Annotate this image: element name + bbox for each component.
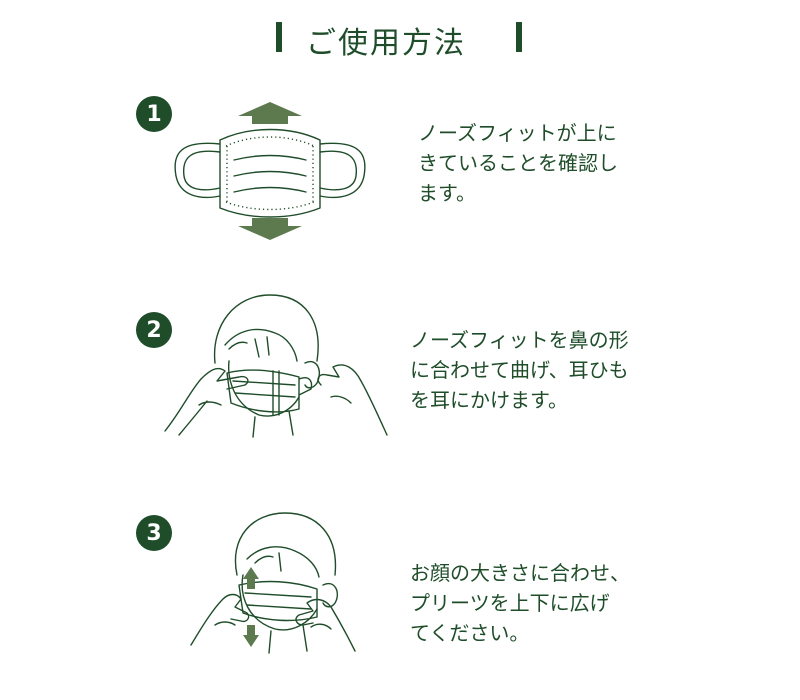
step-1-number: 1 — [136, 96, 172, 132]
page-title: ご使用方法 — [306, 26, 466, 61]
step-1-line-3: ます。 — [418, 181, 476, 205]
step-2-line-3: を耳にかけます。 — [410, 388, 568, 412]
person-adjusting-pleats-icon — [190, 512, 356, 654]
step-3-line-1: お顔の大きさに合わせ、 — [410, 561, 630, 585]
mask-icon — [174, 102, 366, 240]
person-wearing-mask-icon — [164, 294, 388, 438]
title-bar-left — [276, 22, 282, 52]
step-1-line-2: きていることを確認し — [418, 151, 618, 175]
page-header: ご使用方法 — [0, 10, 800, 61]
step-2-text: ノーズフィットを鼻の形 に合わせて曲げ、耳ひも を耳にかけます。 — [410, 325, 629, 415]
step-3-line-3: てください。 — [410, 621, 530, 645]
step-2-line-2: に合わせて曲げ、耳ひも — [410, 358, 629, 382]
title-bar-right — [516, 22, 522, 52]
step-3-line-2: プリーツを上下に広げ — [410, 591, 610, 615]
step-3-text: お顔の大きさに合わせ、 プリーツを上下に広げ てください。 — [410, 558, 630, 648]
step-2-number: 2 — [136, 312, 172, 348]
step-2-line-1: ノーズフィットを鼻の形 — [410, 328, 629, 352]
step-1-line-1: ノーズフィットが上に — [418, 121, 617, 145]
step-1-text: ノーズフィットが上に きていることを確認し ます。 — [418, 118, 618, 208]
step-3-number: 3 — [136, 515, 172, 551]
